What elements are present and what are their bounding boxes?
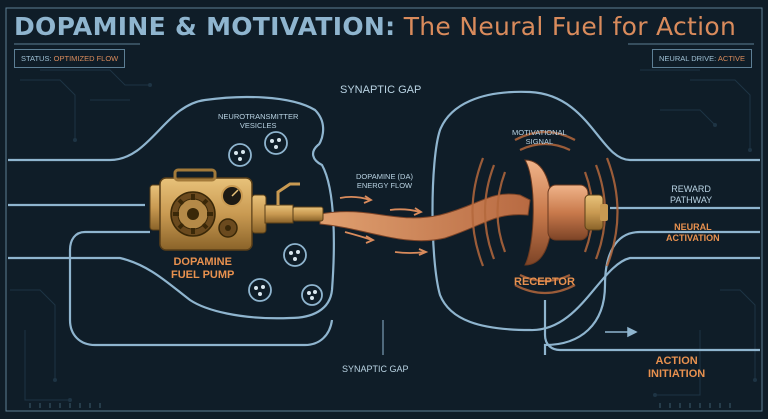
reward-label-line2: PATHWAY — [670, 195, 713, 205]
receptor-label: RECEPTOR — [514, 276, 575, 288]
status-value: OPTIMIZED FLOW — [53, 54, 119, 63]
reward-label-line1: REWARD — [671, 184, 711, 194]
activation-label: NEURAL ACTIVATION — [666, 222, 720, 244]
pump-label-line2: FUEL PUMP — [171, 269, 235, 281]
flow-label-line1: DOPAMINE (DA) — [356, 172, 413, 181]
action-label: ACTION INITIATION — [648, 355, 705, 381]
activation-label-line2: ACTIVATION — [666, 233, 720, 243]
synaptic-gap-bottom-label: SYNAPTIC GAP — [342, 364, 409, 374]
title-main: DOPAMINE & MOTIVATION: — [14, 12, 396, 41]
status-label: STATUS: — [21, 54, 52, 63]
drive-value: ACTIVE — [717, 54, 745, 63]
outer-frame — [5, 7, 763, 412]
vesicles-label-line2: VESICLES — [239, 121, 277, 130]
pump-label-line1: DOPAMINE — [173, 256, 232, 268]
presynaptic-neuron — [8, 95, 335, 347]
vesicle — [264, 131, 288, 155]
flow-label: DOPAMINE (DA) ENERGY FLOW — [356, 172, 413, 190]
action-arrow — [605, 326, 638, 338]
vesicle — [301, 284, 323, 306]
circuit-nodes — [53, 83, 757, 402]
reward-label: REWARD PATHWAY — [670, 184, 712, 206]
status-badge: STATUS: OPTIMIZED FLOW — [14, 49, 126, 68]
flow-label-line2: ENERGY FLOW — [356, 181, 413, 190]
synaptic-gap-top-label: SYNAPTIC GAP — [340, 84, 422, 96]
bottom-ruler — [29, 403, 731, 408]
vesicle — [283, 243, 307, 267]
drive-label: NEURAL DRIVE: — [658, 54, 717, 63]
signal-label-line1: MOTIVATIONAL — [512, 128, 567, 137]
dopamine-flow — [319, 193, 531, 242]
activation-label-line1: NEURAL — [674, 222, 712, 232]
signal-label: MOTIVATIONAL SIGNAL — [512, 128, 567, 146]
circuit-traces — [10, 69, 756, 401]
vesicles-label-line1: NEUROTRANSMITTER — [218, 112, 299, 121]
receptor — [471, 130, 619, 295]
action-label-line2: INITIATION — [648, 368, 706, 380]
signal-label-line2: SIGNAL — [525, 137, 554, 146]
flow-arrows — [339, 195, 429, 256]
vesicle — [228, 143, 252, 167]
pump-label: DOPAMINE FUEL PUMP — [171, 256, 234, 282]
action-label-line1: ACTION — [655, 355, 698, 367]
postsynaptic-neuron — [431, 90, 760, 355]
vesicles — [228, 131, 323, 306]
vesicle — [248, 278, 272, 302]
page-title: DOPAMINE & MOTIVATION: The Neural Fuel f… — [14, 12, 736, 41]
vesicles-label: NEUROTRANSMITTER VESICLES — [218, 112, 298, 130]
neural-drive-badge: NEURAL DRIVE: ACTIVE — [651, 49, 752, 68]
title-sub: The Neural Fuel for Action — [403, 12, 737, 41]
fuel-pump — [149, 168, 324, 251]
